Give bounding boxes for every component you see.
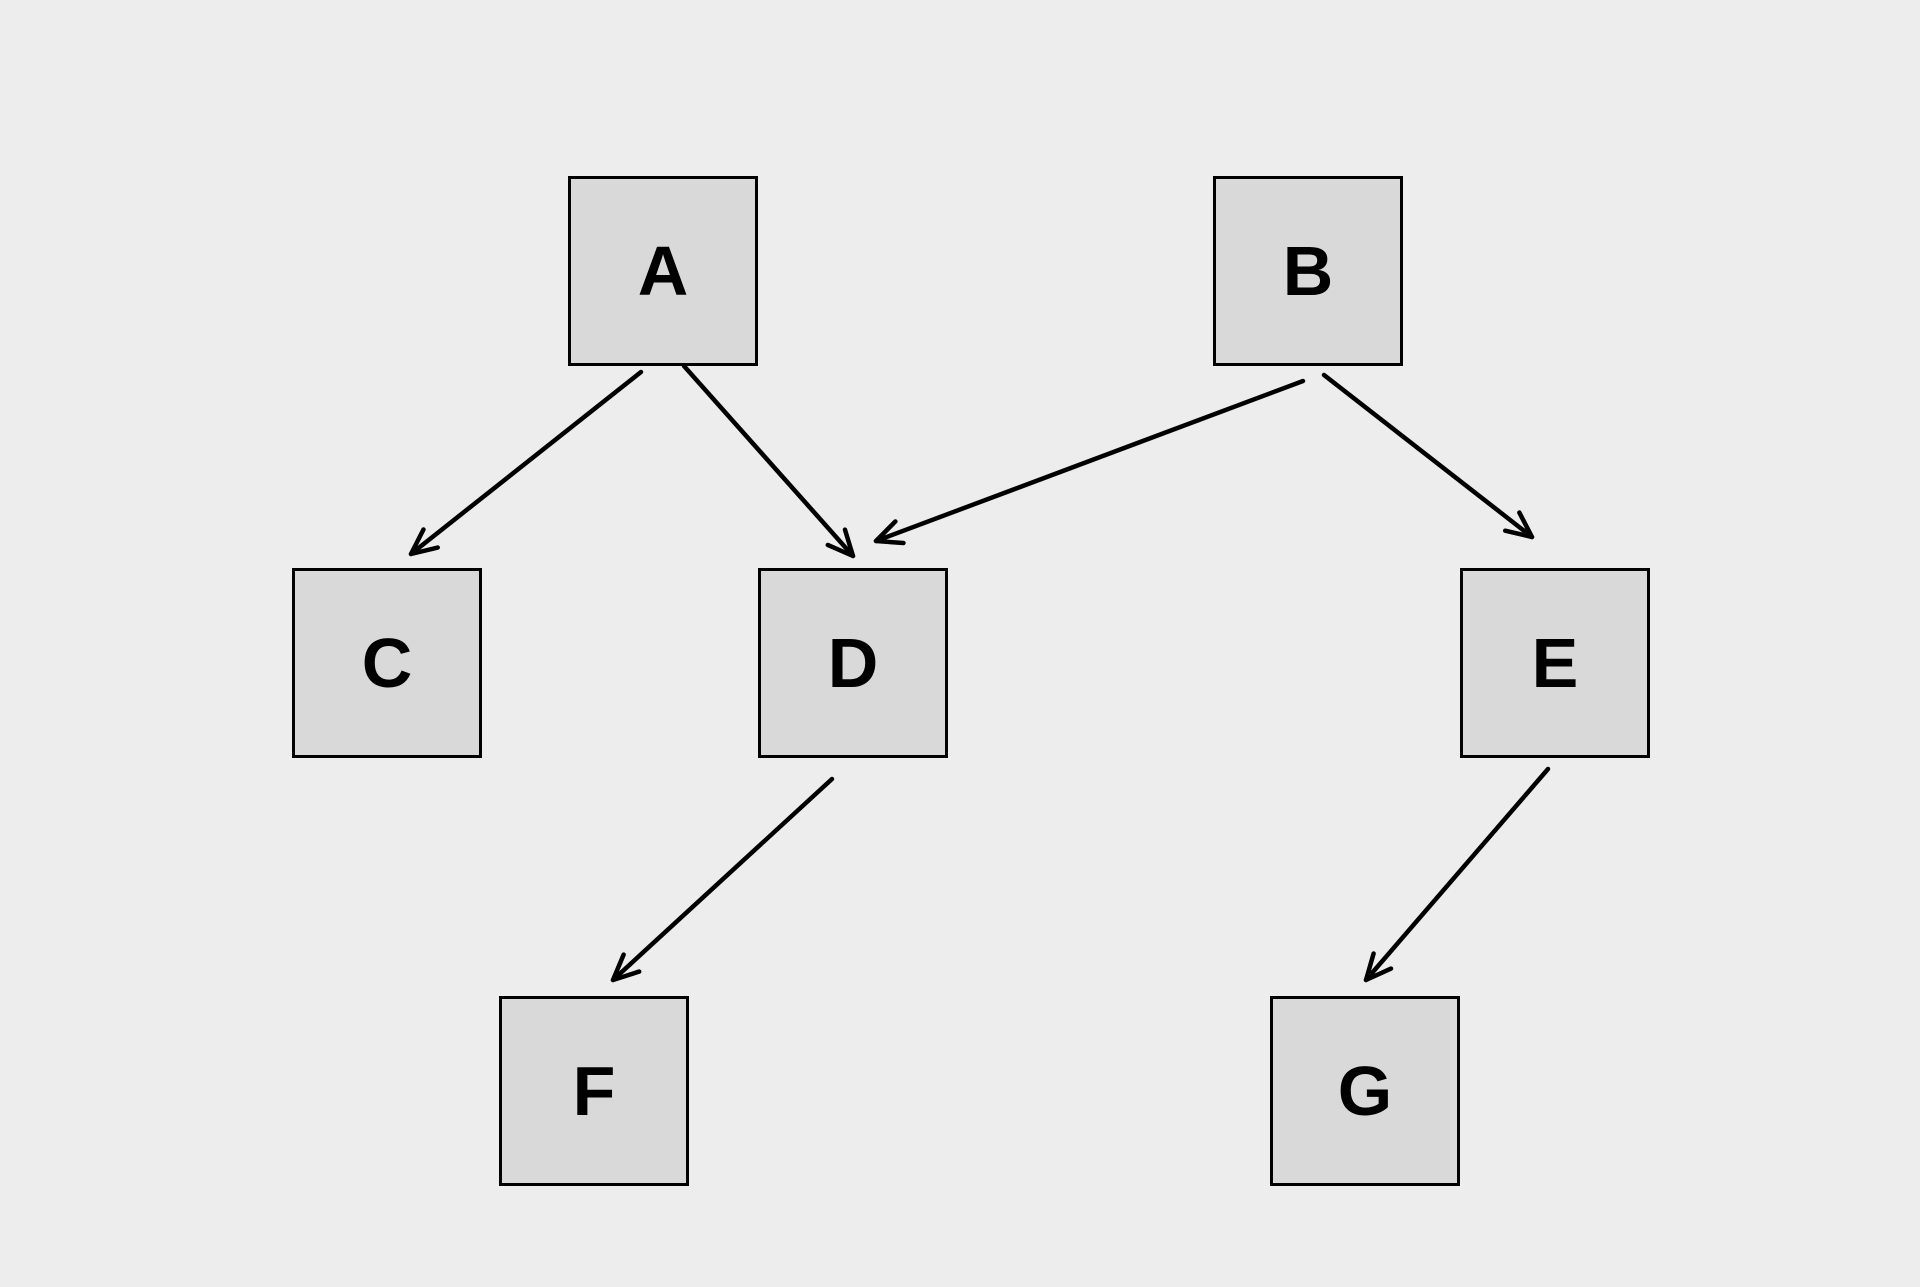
edge-E-G <box>1363 766 1551 983</box>
node-label: G <box>1337 1052 1393 1130</box>
node-A: A <box>568 176 758 366</box>
edge-B-E <box>1321 372 1535 540</box>
node-label: E <box>1531 624 1579 702</box>
node-C: C <box>292 568 482 758</box>
node-F: F <box>499 996 689 1186</box>
node-B: B <box>1213 176 1403 366</box>
node-E: E <box>1460 568 1650 758</box>
node-label: A <box>637 232 689 310</box>
node-D: D <box>758 568 948 758</box>
edge-D-F <box>610 776 835 983</box>
edge-A-D <box>681 363 856 559</box>
node-label: B <box>1282 232 1334 310</box>
node-label: F <box>572 1052 616 1130</box>
edge-B-D <box>873 378 1306 546</box>
node-label: C <box>361 624 413 702</box>
node-G: G <box>1270 996 1460 1186</box>
edge-A-C <box>408 369 644 557</box>
node-label: D <box>827 624 879 702</box>
